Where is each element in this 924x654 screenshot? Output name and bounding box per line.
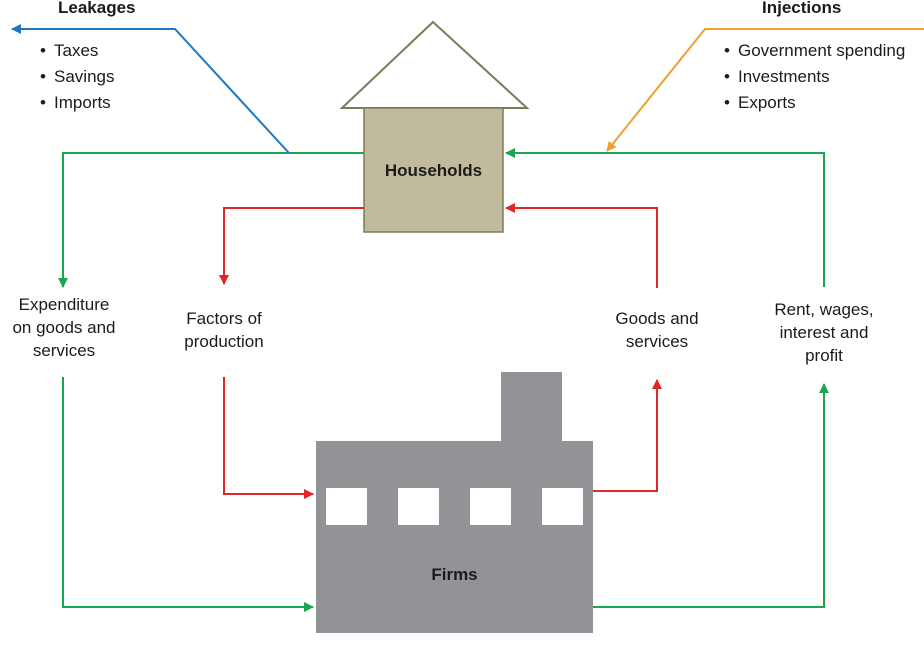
factory-window-1 bbox=[326, 488, 367, 525]
injections-arrow bbox=[606, 28, 924, 152]
expenditure-flow-arrow-top bbox=[58, 152, 364, 288]
factors-flow-arrow-top bbox=[219, 207, 364, 285]
factory-body bbox=[316, 441, 593, 633]
expenditure-flow-arrow-bottom bbox=[62, 377, 314, 612]
factory-window-4 bbox=[542, 488, 583, 525]
goods-flow-arrow-bottom bbox=[593, 379, 662, 492]
factors-of-production-label: Factors of production bbox=[184, 309, 264, 351]
leakage-item: Taxes bbox=[40, 38, 114, 64]
injections-title: Injections bbox=[762, 0, 842, 17]
households-label: Households bbox=[384, 161, 483, 180]
household-roof bbox=[339, 20, 530, 109]
expenditure-label: Expenditure on goods and services bbox=[12, 295, 116, 360]
leakages-list: Taxes Savings Imports bbox=[40, 38, 114, 116]
factory-chimney bbox=[501, 372, 562, 444]
factors-flow-arrow-bottom bbox=[223, 377, 314, 499]
leakages-arrow bbox=[11, 24, 290, 154]
goods-and-services-label: Goods and services bbox=[615, 309, 699, 351]
factory-window-2 bbox=[398, 488, 439, 525]
household-body bbox=[363, 107, 504, 233]
income-flow-arrow-top bbox=[505, 148, 825, 287]
injections-list: Government spending Investments Exports bbox=[724, 38, 905, 116]
injection-item: Investments bbox=[724, 64, 905, 90]
leakages-title: Leakages bbox=[58, 0, 136, 17]
leakage-item: Savings bbox=[40, 64, 114, 90]
income-label: Rent, wages, interest and profit bbox=[774, 300, 874, 365]
leakage-item: Imports bbox=[40, 90, 114, 116]
firms-label: Firms bbox=[431, 565, 478, 584]
factory-window-3 bbox=[470, 488, 511, 525]
income-flow-arrow-bottom bbox=[593, 383, 829, 608]
injection-item: Government spending bbox=[724, 38, 905, 64]
goods-flow-arrow-top bbox=[505, 203, 658, 288]
injection-item: Exports bbox=[724, 90, 905, 116]
